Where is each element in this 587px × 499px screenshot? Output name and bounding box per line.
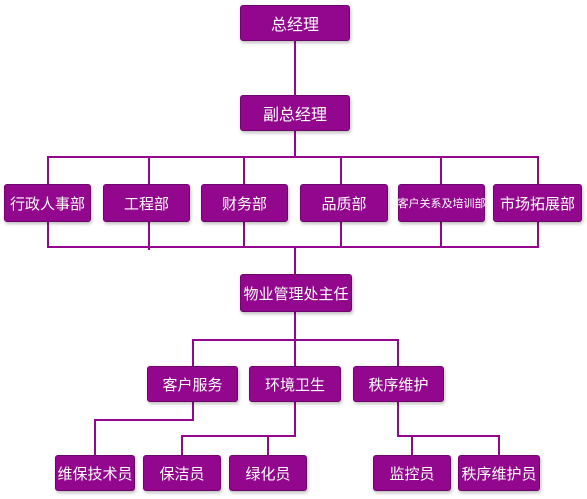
node-role-monitor: 监控员 bbox=[373, 455, 451, 491]
node-deputy-general-manager: 副总经理 bbox=[240, 95, 350, 131]
node-service-customer: 客户服务 bbox=[147, 366, 238, 402]
node-service-order-maintenance: 秩序维护 bbox=[353, 366, 444, 402]
node-dept-customer-relations-training: 客户关系及培训部 bbox=[398, 184, 486, 222]
node-role-maintenance-tech: 维保技术员 bbox=[55, 455, 135, 491]
node-general-manager: 总经理 bbox=[240, 5, 350, 41]
node-property-manager: 物业管理处主任 bbox=[240, 274, 352, 312]
node-role-gardener: 绿化员 bbox=[229, 455, 307, 491]
node-role-cleaner: 保洁员 bbox=[143, 455, 221, 491]
node-dept-engineering: 工程部 bbox=[103, 184, 190, 222]
node-dept-quality: 品质部 bbox=[300, 184, 388, 222]
node-role-security: 秩序维护员 bbox=[458, 455, 540, 491]
node-dept-market-expansion: 市场拓展部 bbox=[493, 184, 582, 222]
node-dept-finance: 财务部 bbox=[201, 184, 288, 222]
node-service-sanitation: 环境卫生 bbox=[249, 366, 341, 402]
node-dept-admin-hr: 行政人事部 bbox=[4, 184, 91, 222]
